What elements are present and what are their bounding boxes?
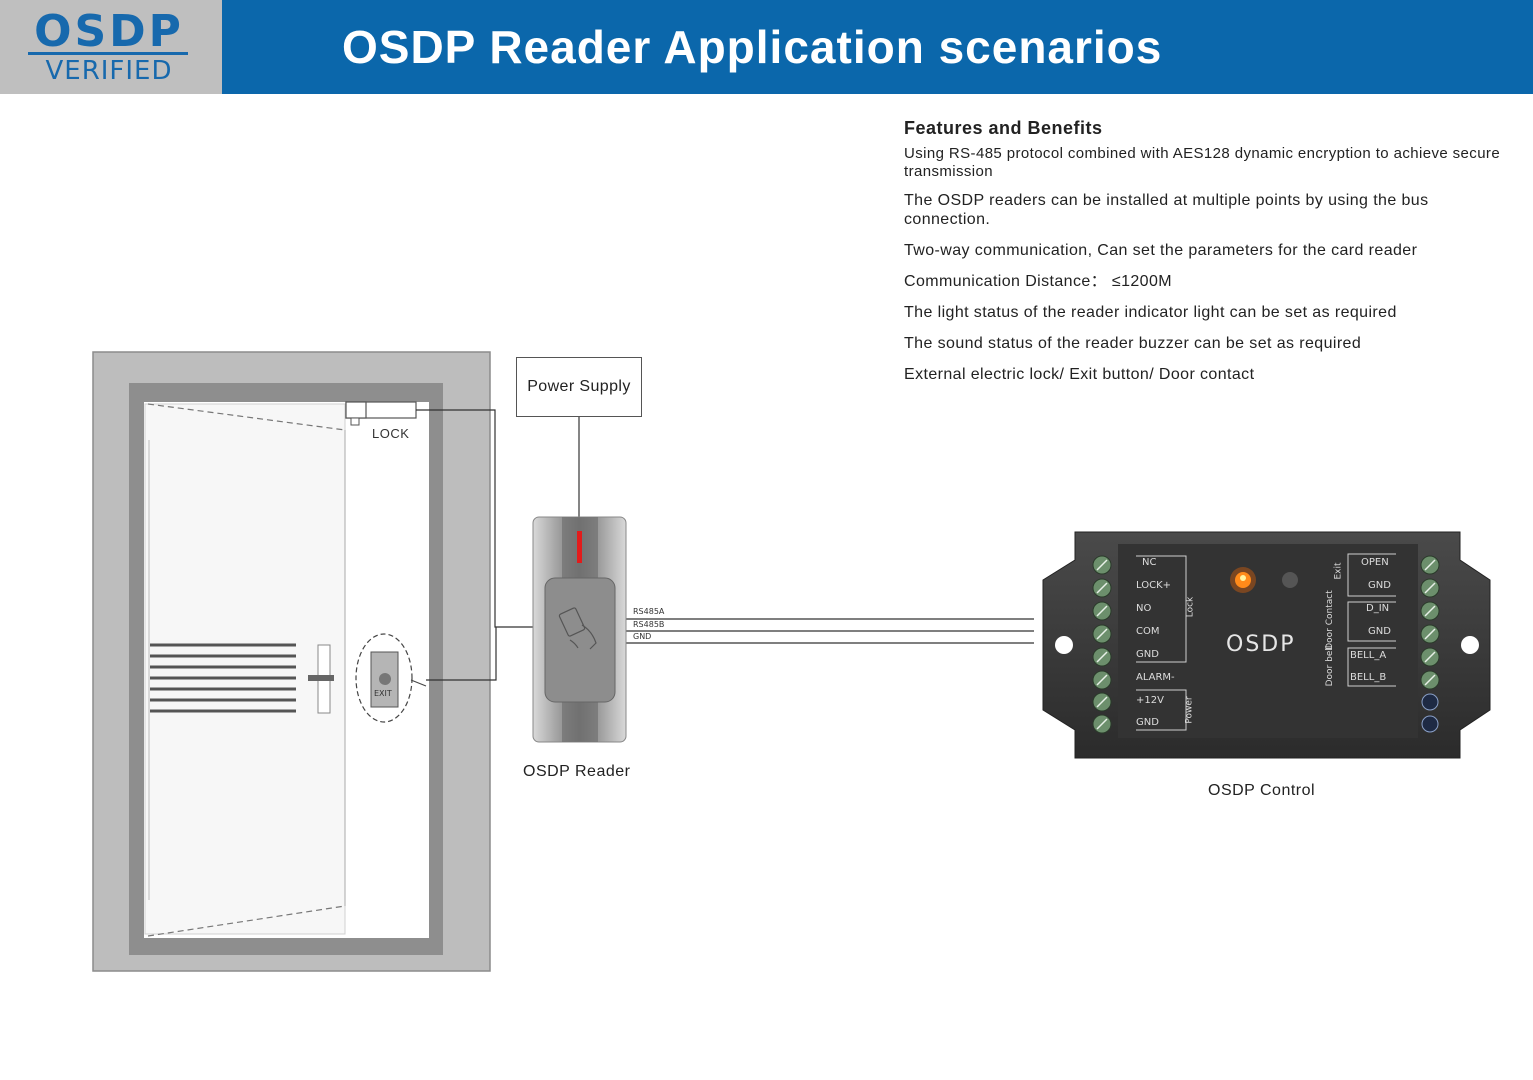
lock-label: LOCK	[372, 426, 410, 441]
wiring-diagram	[92, 351, 1491, 972]
card-tap-icon	[558, 607, 597, 650]
features-heading: Features and Benefits	[904, 118, 1103, 138]
power-supply-box: Power Supply	[516, 357, 642, 417]
terminal-label: GND	[1368, 580, 1391, 591]
terminal-label: GND	[1136, 717, 1159, 728]
terminal-label: +12V	[1136, 695, 1164, 706]
osdp-control-device	[1042, 531, 1491, 759]
terminal-label: OPEN	[1361, 557, 1389, 568]
terminal-group-label: Lock	[1185, 596, 1196, 618]
terminal-label: GND	[1368, 626, 1391, 637]
wiring-lines	[416, 409, 1034, 681]
exit-label: EXIT	[374, 689, 392, 698]
controller-brand: OSDP	[1226, 632, 1296, 657]
feature-item: The OSDP readers can be installed at mul…	[904, 192, 1429, 228]
led-indicator-icon	[1230, 567, 1298, 593]
feature-item: Two-way communication, Can set the param…	[904, 242, 1418, 259]
feature-item: Using RS-485 protocol combined with AES1…	[904, 145, 1501, 180]
terminal-label: D_IN	[1366, 603, 1390, 614]
reader-label: OSDP Reader	[523, 763, 631, 780]
terminal-group-label: Door bell	[1325, 645, 1335, 687]
features-panel: Features and Benefits Using RS-485 proto…	[904, 118, 1504, 396]
terminal-label: NO	[1136, 603, 1152, 614]
osdp-reader-device	[532, 516, 627, 743]
wire-label-rs485b: RS485B	[633, 620, 665, 629]
page-title: OSDP Reader Application scenarios	[342, 21, 1163, 73]
logo-main-text: OSDP	[34, 6, 184, 57]
osdp-verified-logo: OSDP VERIFIED	[0, 0, 222, 94]
header-banner: OSDP VERIFIED OSDP Reader Application sc…	[0, 0, 1533, 94]
terminal-group-label: Power	[1184, 696, 1195, 724]
door-icon	[92, 351, 491, 972]
feature-item: The sound status of the reader buzzer ca…	[904, 335, 1362, 352]
terminal-label: LOCK+	[1136, 580, 1172, 591]
logo-sub-text: VERIFIED	[45, 56, 173, 86]
wire-label-rs485a: RS485A	[633, 607, 665, 616]
feature-item: The light status of the reader indicator…	[904, 304, 1397, 321]
terminal-label: BELL_B	[1350, 672, 1387, 683]
wire-label-gnd: GND	[633, 632, 652, 641]
logo-rule	[28, 52, 188, 55]
terminal-label: COM	[1136, 626, 1160, 637]
screw-terminal-icon	[1092, 555, 1440, 734]
feature-item: Communication Distance： ≤1200M	[904, 273, 1172, 290]
control-label: OSDP Control	[1208, 782, 1316, 799]
feature-item: External electric lock/ Exit button/ Doo…	[904, 366, 1255, 383]
terminal-label: NC	[1142, 557, 1157, 568]
terminal-label: BELL_A	[1350, 650, 1387, 661]
terminal-label: GND	[1136, 649, 1159, 660]
terminal-group-label: Exit	[1333, 562, 1344, 580]
terminal-label: ALARM-	[1136, 672, 1175, 683]
